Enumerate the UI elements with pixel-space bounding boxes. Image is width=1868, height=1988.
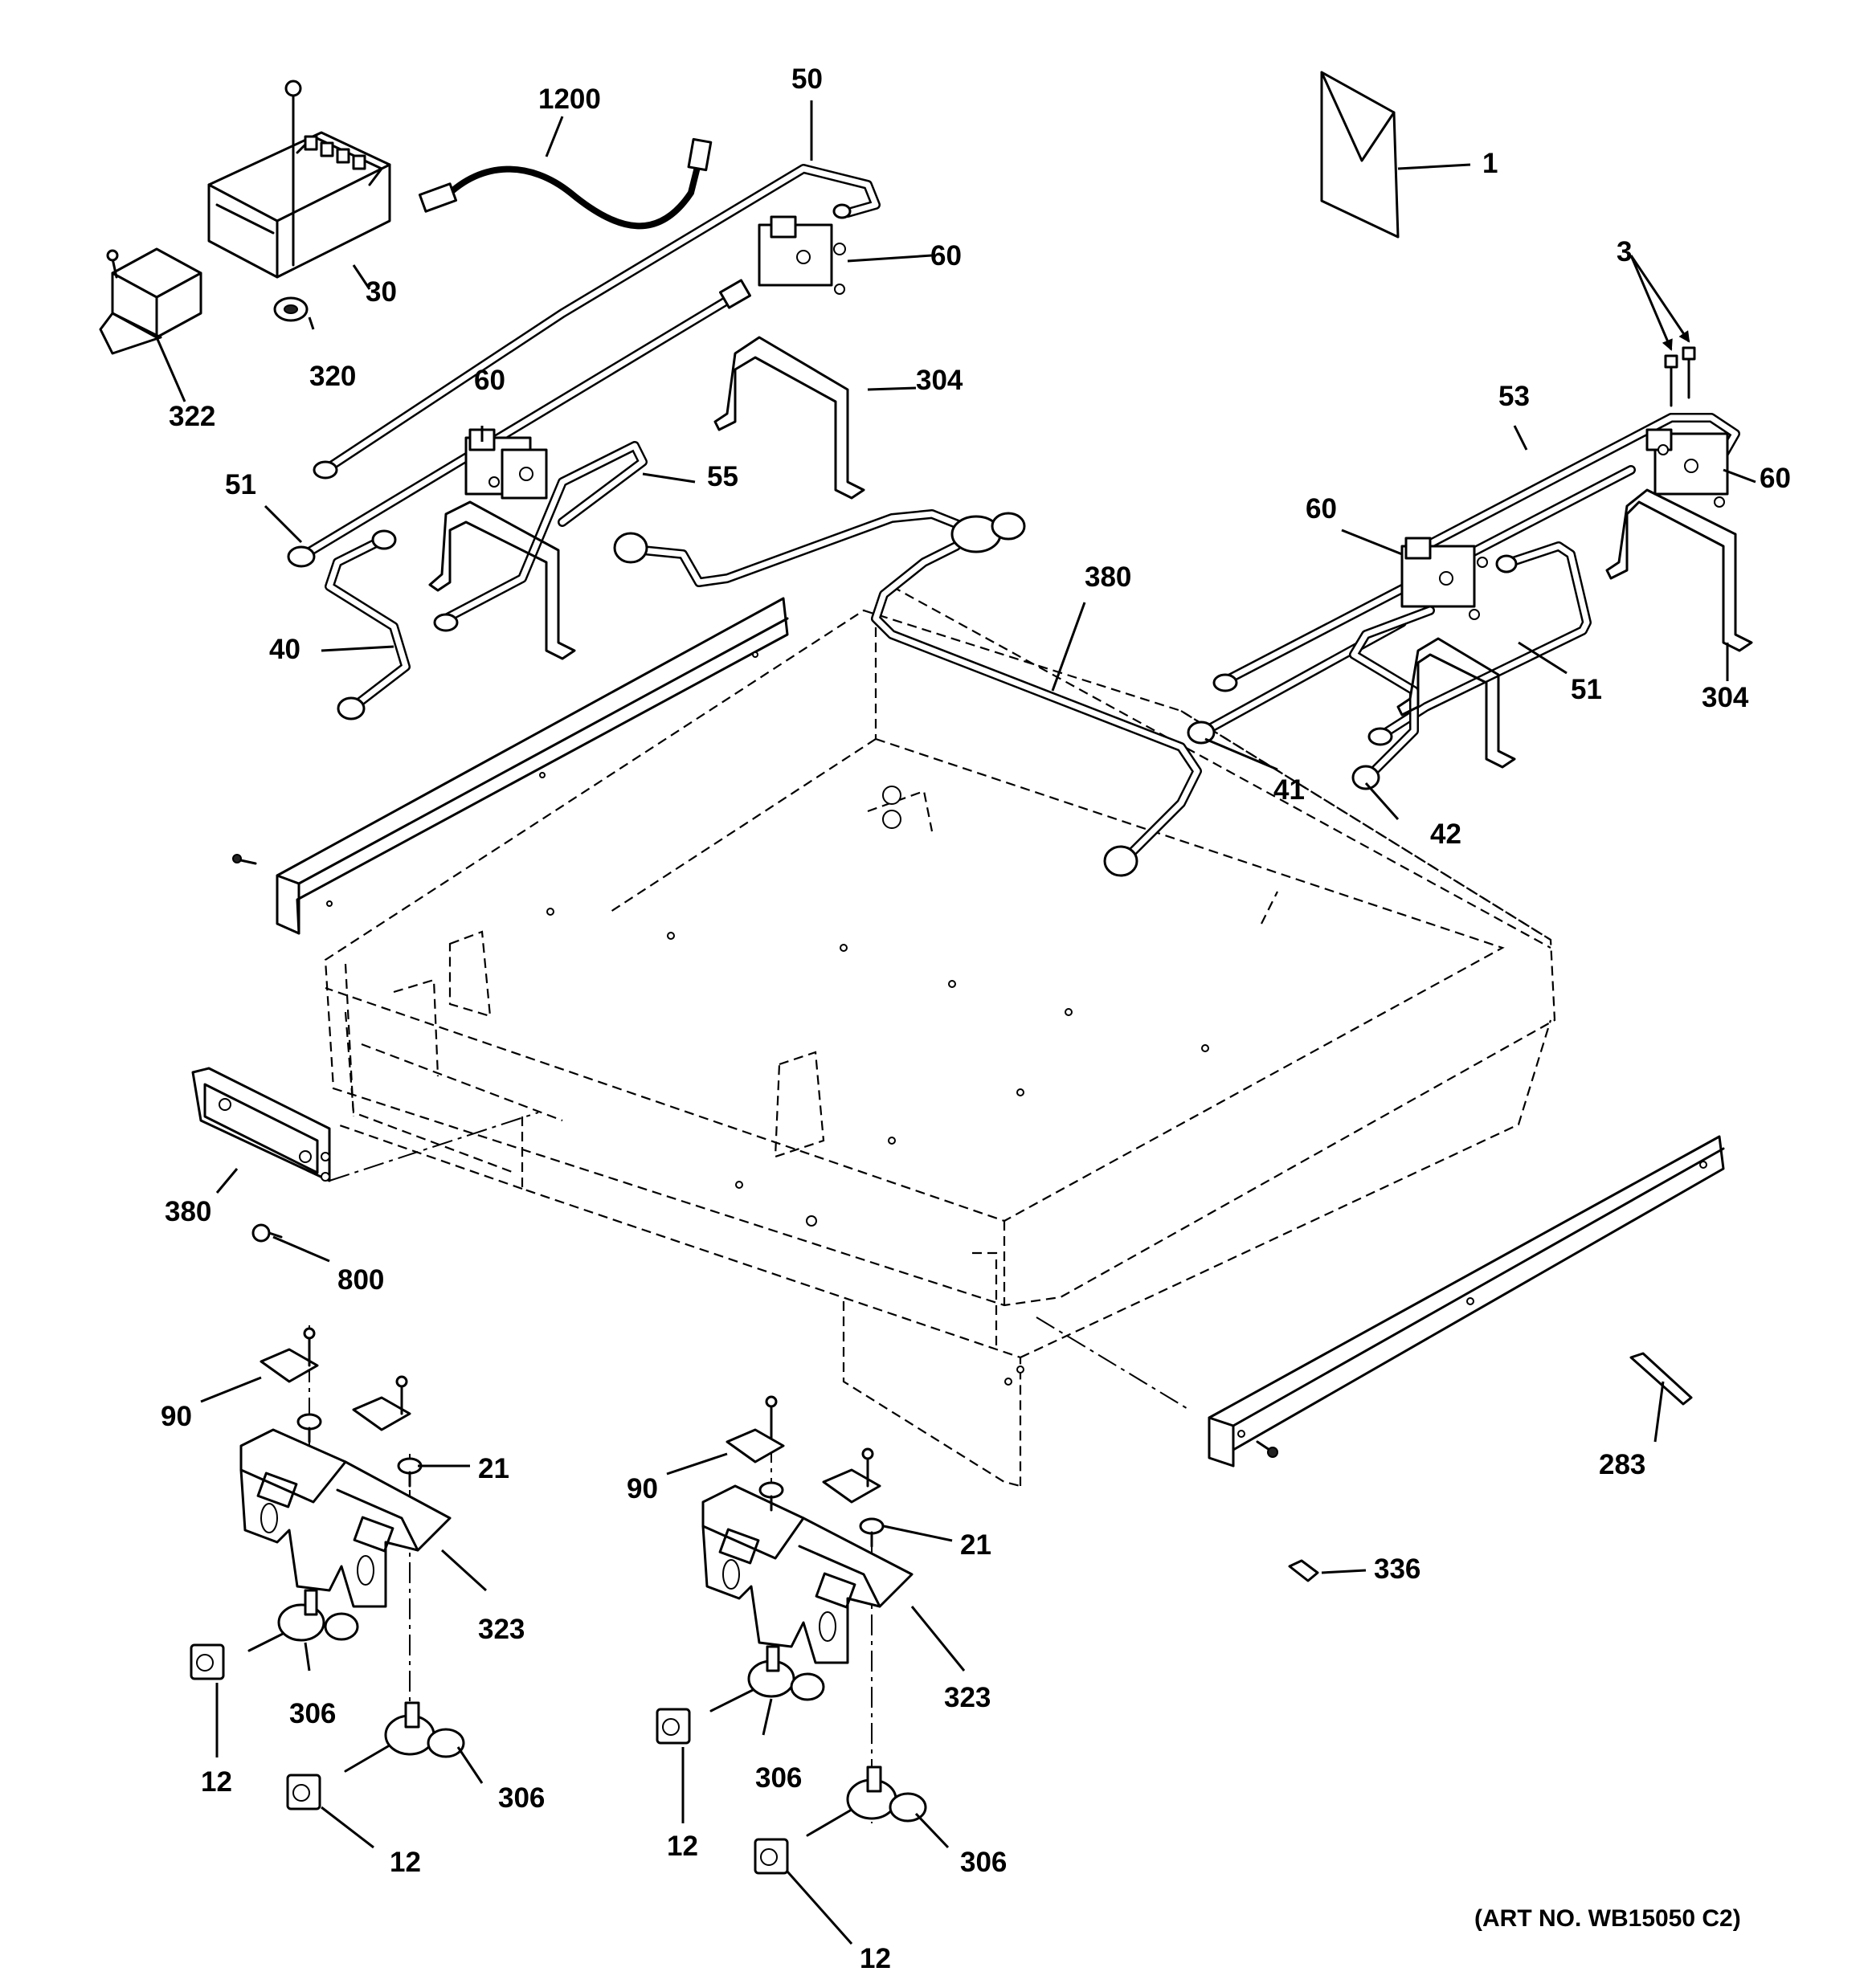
switch-12-b xyxy=(286,1774,321,1810)
callout-306-b: 306 xyxy=(498,1782,545,1814)
transformer-322 xyxy=(99,247,202,355)
callout-90-left: 90 xyxy=(161,1401,192,1432)
switch-12-d xyxy=(754,1838,789,1875)
callout-12-b: 12 xyxy=(390,1847,421,1878)
grommet-320 xyxy=(273,296,309,322)
tube-40 xyxy=(325,529,411,720)
callout-60-top: 60 xyxy=(930,240,962,271)
tube-43 xyxy=(287,279,751,568)
callout-304-top: 304 xyxy=(916,365,963,396)
callout-304-right: 304 xyxy=(1702,682,1749,713)
switch-12-a xyxy=(190,1643,225,1680)
tube-53 xyxy=(433,441,648,632)
callout-60-right-lower: 60 xyxy=(1306,493,1337,525)
right-rail xyxy=(1208,1135,1725,1468)
callout-52: 53 xyxy=(1498,381,1530,412)
tube-51 xyxy=(1367,541,1592,746)
callout-90-right: 90 xyxy=(627,1473,658,1504)
tube-41 xyxy=(1187,618,1407,745)
callout-labels: 1 3 60 60 304 50 1200 30 320 322 51 55 4… xyxy=(161,63,1791,1974)
leader-lines xyxy=(155,100,1756,1945)
manifold-tube-55 xyxy=(613,509,1202,877)
callout-60-left: 60 xyxy=(474,365,505,396)
callout-1: 1 xyxy=(1482,148,1498,179)
assembly-centerlines xyxy=(309,1112,1190,1823)
spark-module-30 xyxy=(207,80,391,279)
callout-51: 51 xyxy=(1571,674,1602,705)
gas-valve-306-b xyxy=(344,1701,465,1773)
callout-30: 30 xyxy=(366,276,397,308)
nuts-3 xyxy=(1664,346,1696,407)
valve-60-right-upper xyxy=(1645,428,1729,508)
screw-21-right xyxy=(758,1481,885,1548)
callout-283: 283 xyxy=(1599,1449,1645,1480)
burner-box xyxy=(324,586,1556,1488)
callout-12-d: 12 xyxy=(860,1943,891,1974)
bracket-right-lower xyxy=(1396,637,1516,769)
left-rail xyxy=(232,597,789,935)
bracket-304-top xyxy=(713,336,865,500)
callout-3: 3 xyxy=(1617,236,1632,267)
bracket-380 xyxy=(191,1067,331,1182)
valve-60-right-lower xyxy=(1400,537,1488,620)
bracket-left-lower xyxy=(428,500,576,660)
callout-50: 50 xyxy=(791,63,823,95)
callout-41: 41 xyxy=(1273,774,1305,806)
callout-336: 336 xyxy=(1374,1553,1420,1585)
callout-53: 55 xyxy=(707,461,738,492)
callout-21-left: 21 xyxy=(478,1453,509,1484)
callout-21-right: 21 xyxy=(960,1529,991,1561)
valve-bracket-323-left xyxy=(239,1428,452,1608)
callout-323-left: 323 xyxy=(478,1614,525,1645)
gas-valve-306-d xyxy=(806,1766,927,1837)
callout-800: 800 xyxy=(337,1264,384,1296)
valve-60-left xyxy=(464,428,548,500)
clip-283 xyxy=(1629,1352,1693,1406)
callout-323-right: 323 xyxy=(944,1682,991,1713)
tube-42 xyxy=(1349,606,1435,790)
valve-bracket-323-right xyxy=(701,1484,914,1664)
plate-90-right xyxy=(726,1395,881,1504)
art-number: (ART NO. WB15050 C2) xyxy=(1474,1905,1741,1932)
callout-306-d: 306 xyxy=(960,1847,1007,1878)
tube-50 xyxy=(313,164,881,480)
gas-valve-306-a xyxy=(247,1589,359,1652)
clip-336 xyxy=(1288,1559,1319,1582)
callout-1200: 1200 xyxy=(538,84,601,115)
literature-1 xyxy=(1320,71,1400,239)
valve-60-top xyxy=(758,215,846,295)
wire-harness-1200 xyxy=(418,137,713,230)
callout-380: 380 xyxy=(165,1196,211,1227)
bracket-304-right xyxy=(1605,488,1753,652)
callout-306-a: 306 xyxy=(289,1698,336,1729)
callout-12-a: 12 xyxy=(201,1766,232,1798)
callout-42: 42 xyxy=(1430,818,1461,850)
callout-55: 380 xyxy=(1085,561,1131,593)
plate-90-left xyxy=(260,1327,411,1431)
gas-valve-306-c xyxy=(709,1645,825,1712)
callout-12-c: 12 xyxy=(667,1831,698,1862)
switch-12-c xyxy=(656,1708,691,1745)
screw-800 xyxy=(251,1223,283,1243)
callout-320: 320 xyxy=(309,361,356,392)
callout-306-c: 306 xyxy=(755,1762,802,1794)
callout-322: 322 xyxy=(169,401,215,432)
callout-40: 40 xyxy=(269,634,300,665)
callout-60-right-upper: 60 xyxy=(1760,463,1791,494)
callout-43: 51 xyxy=(225,469,256,500)
